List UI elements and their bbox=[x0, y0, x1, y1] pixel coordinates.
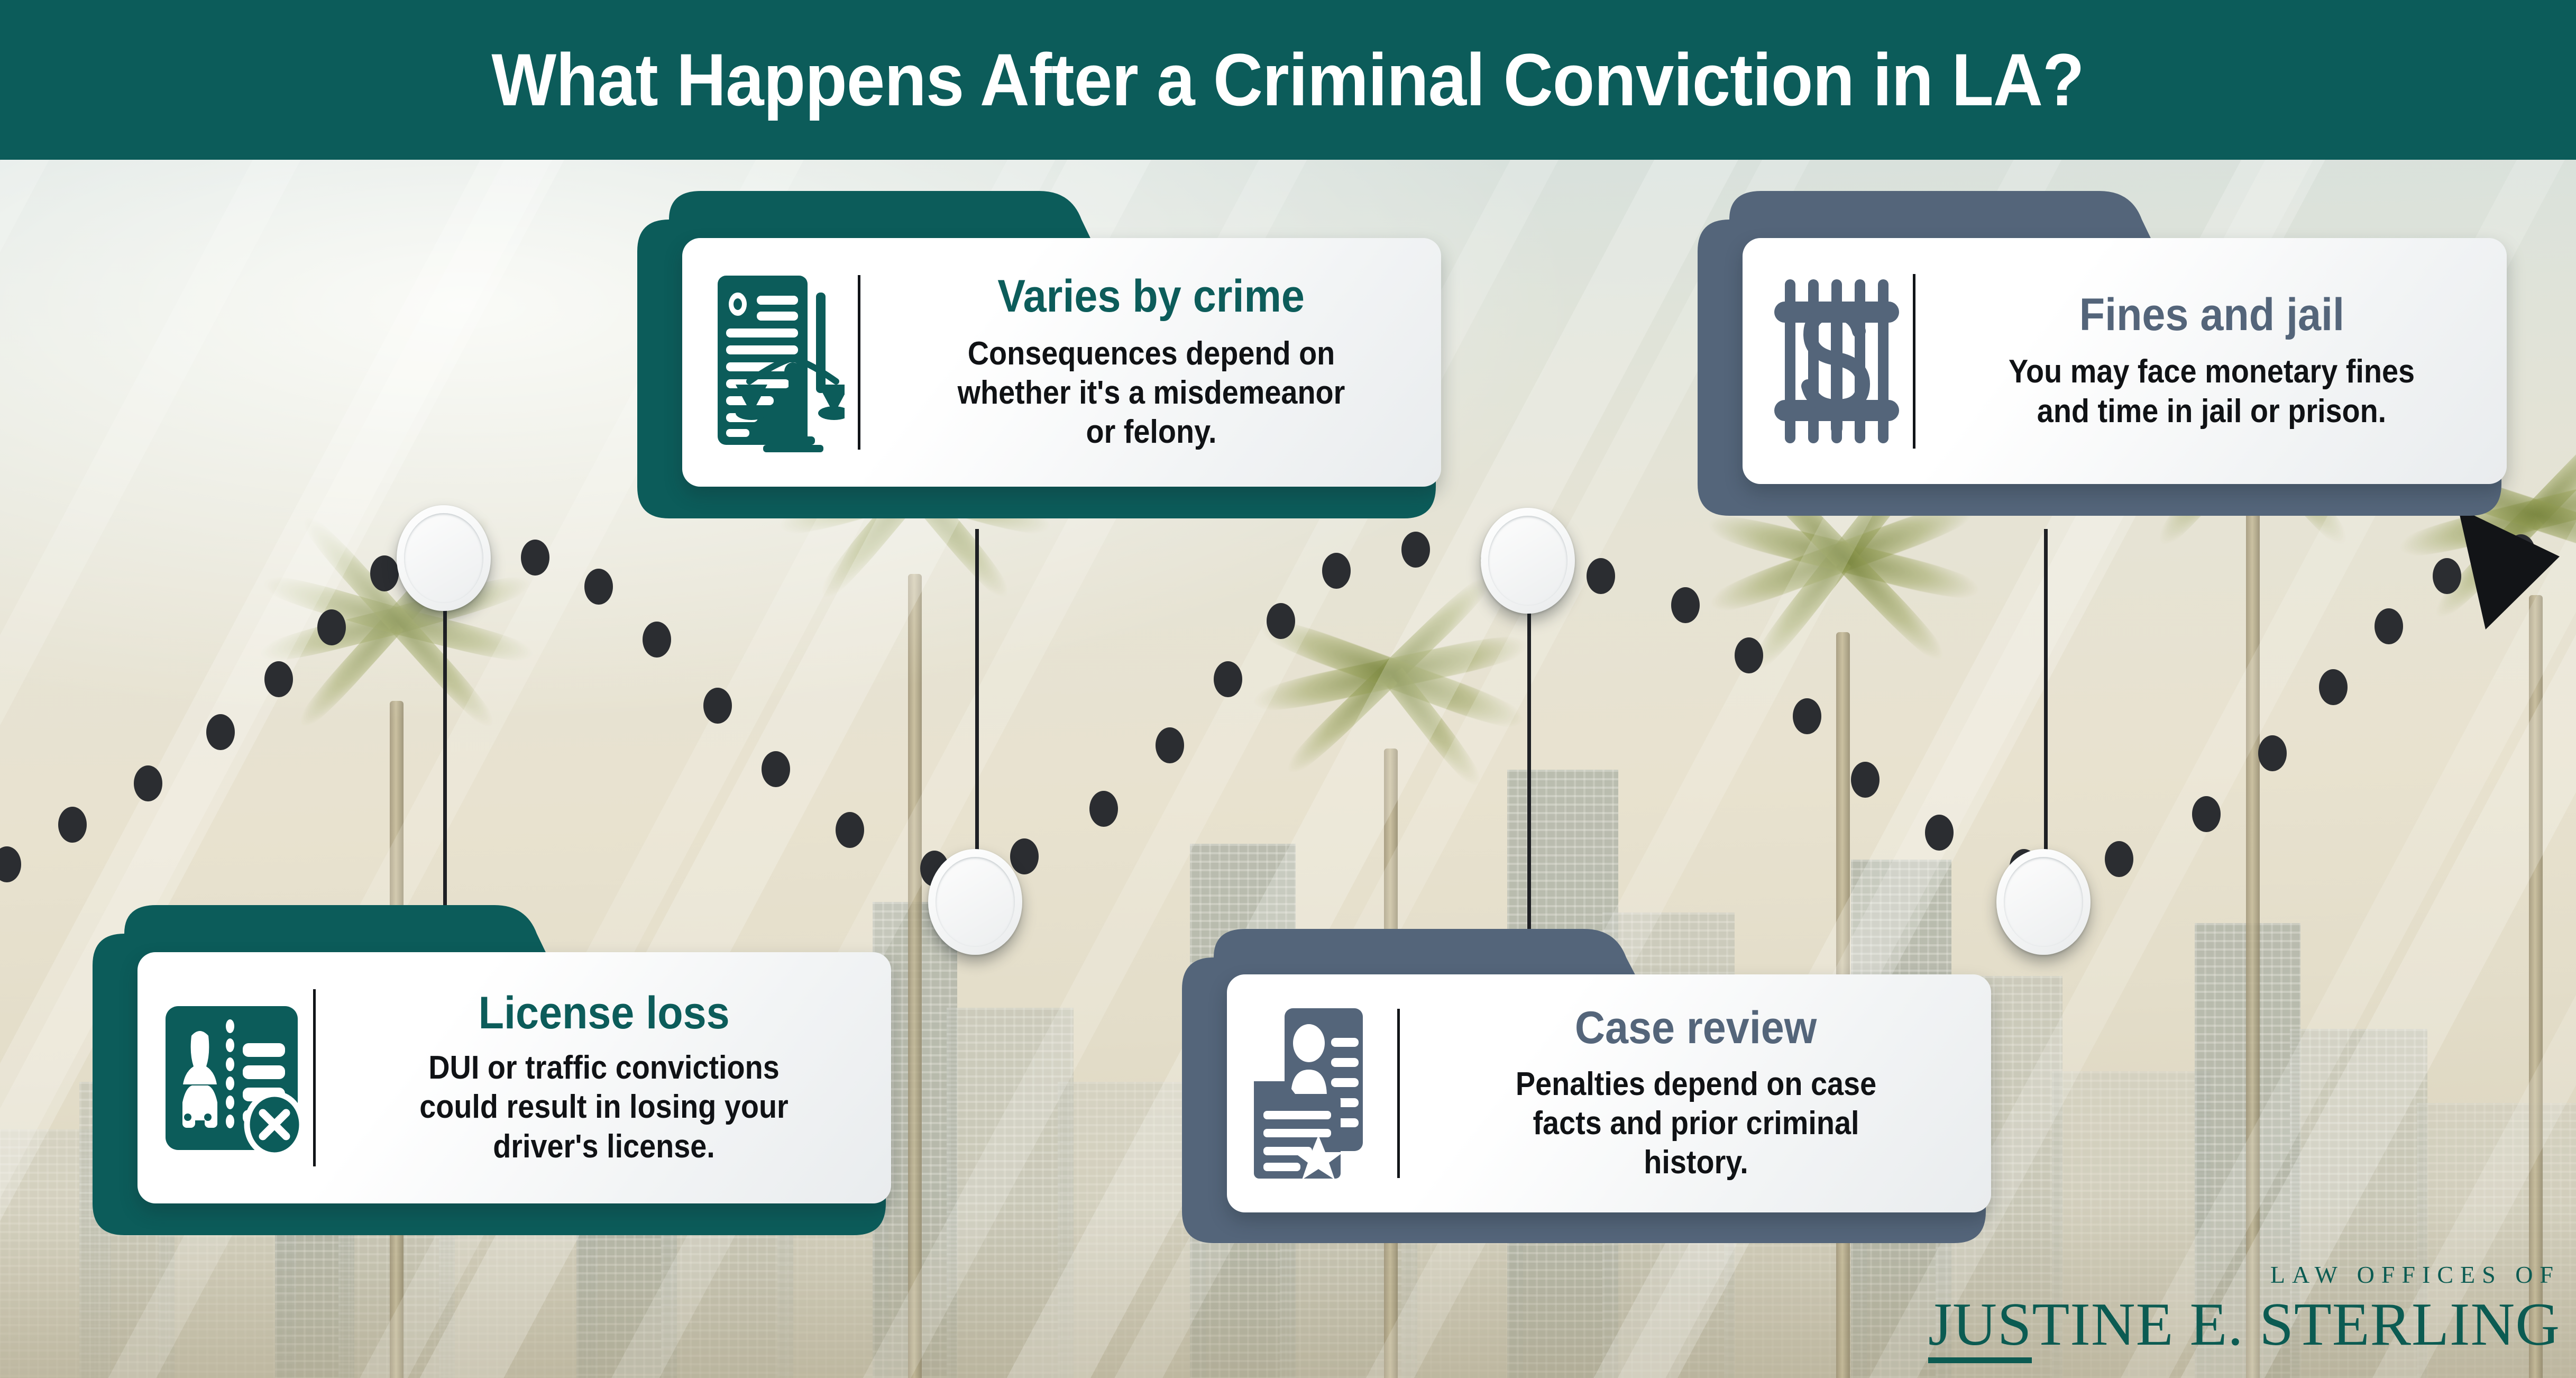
icon-slot-license-loss bbox=[154, 999, 313, 1157]
card-case-review[interactable]: Case review Penalties depend on case fac… bbox=[1161, 926, 2012, 1254]
header-banner: What Happens After a Criminal Conviction… bbox=[0, 0, 2576, 160]
logo-line-law-offices-of: LAW OFFICES OF bbox=[2270, 1261, 2560, 1288]
card-description-fines-and-jail: You may face monetary fines and time in … bbox=[2008, 353, 2415, 430]
card-text-license-loss: License loss DUI or traffic convictions … bbox=[316, 989, 873, 1166]
icon-slot-fines-and-jail bbox=[1759, 274, 1913, 449]
logo-underline-row bbox=[1928, 1354, 2560, 1363]
card-title-license-loss: License loss bbox=[478, 987, 730, 1038]
card-varies-by-crime[interactable]: Varies by crime Consequences depend on w… bbox=[616, 188, 1462, 529]
timeline-node-1 bbox=[397, 505, 491, 611]
timeline-node-2 bbox=[928, 849, 1022, 955]
logo-underline-bar bbox=[1928, 1357, 2032, 1363]
timeline-node-3 bbox=[1481, 508, 1575, 614]
document-scales-of-justice-icon bbox=[718, 275, 845, 452]
card-fines-and-jail[interactable]: Fines and jail You may face monetary fin… bbox=[1676, 188, 2528, 526]
drivers-license-revoked-icon bbox=[166, 1006, 305, 1157]
card-description-case-review: Penalties depend on case facts and prior… bbox=[1515, 1065, 1877, 1181]
logo-line-justine-e-sterling: JUSTINE E. STERLING bbox=[1928, 1290, 2560, 1358]
card-text-case-review: Case review Penalties depend on case fac… bbox=[1400, 1004, 1973, 1182]
page-title: What Happens After a Criminal Conviction… bbox=[491, 38, 2085, 121]
card-divider-fines-and-jail bbox=[1913, 273, 1915, 449]
stem-fines-and-jail bbox=[2044, 529, 2048, 899]
card-body-case-review: Case review Penalties depend on case fac… bbox=[1227, 974, 1991, 1212]
right-arrow-icon bbox=[2458, 508, 2560, 629]
icon-slot-varies-by-crime bbox=[699, 271, 858, 454]
card-body-varies-by-crime: Varies by crime Consequences depend on w… bbox=[682, 238, 1441, 487]
card-title-varies-by-crime: Varies by crime bbox=[997, 271, 1305, 322]
card-text-varies-by-crime: Varies by crime Consequences depend on w… bbox=[860, 272, 1423, 452]
card-body-fines-and-jail: Fines and jail You may face monetary fin… bbox=[1743, 238, 2507, 484]
card-text-fines-and-jail: Fines and jail You may face monetary fin… bbox=[1915, 291, 2489, 431]
card-description-varies-by-crime: Consequences depend on whether it's a mi… bbox=[957, 335, 1345, 451]
card-body-license-loss: License loss DUI or traffic convictions … bbox=[137, 952, 891, 1203]
stem-varies-by-crime bbox=[975, 529, 979, 894]
card-title-fines-and-jail: Fines and jail bbox=[2079, 289, 2344, 340]
card-license-loss[interactable]: License loss DUI or traffic convictions … bbox=[71, 902, 912, 1246]
icon-slot-case-review bbox=[1244, 1006, 1397, 1181]
card-title-case-review: Case review bbox=[1575, 1002, 1817, 1054]
stem-case-review bbox=[1527, 577, 1531, 936]
card-divider-case-review bbox=[1397, 1009, 1400, 1178]
case-file-record-icon bbox=[1254, 1008, 1363, 1180]
stem-license-loss bbox=[443, 574, 447, 934]
card-description-license-loss: DUI or traffic convictions could result … bbox=[419, 1050, 789, 1165]
card-divider-varies-by-crime bbox=[858, 275, 860, 450]
dollar-behind-jail-bars-icon bbox=[1774, 279, 1899, 443]
law-firm-logo[interactable]: LAW OFFICES OF JUSTINE E. STERLING bbox=[1928, 1261, 2560, 1363]
card-divider-license-loss bbox=[313, 989, 316, 1166]
timeline-node-4 bbox=[1996, 849, 2091, 955]
